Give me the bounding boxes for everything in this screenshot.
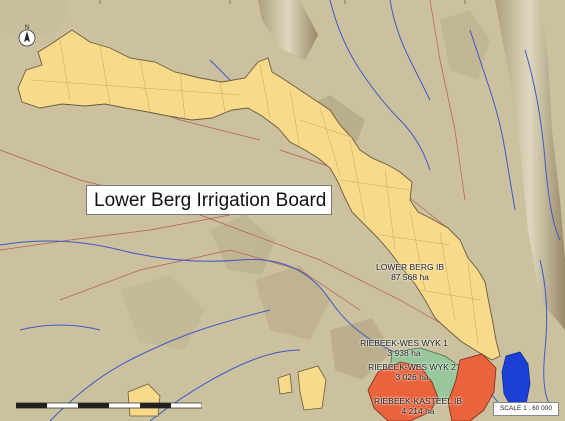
area-name: RIEBEEK-KASTEEL IB — [373, 396, 463, 406]
area-size: 87 568 ha — [391, 272, 429, 282]
scale-label: SCALE 1 : 60 000 — [493, 402, 559, 416]
area-label-riebeek-wes-wyk-2: RIEBEEK-WES WYK 2 3 026 ha — [364, 362, 460, 382]
lower-berg-ib-polygon[interactable] — [17, 29, 501, 361]
scale-bar-icon — [16, 402, 202, 409]
map-title: Lower Berg Irrigation Board — [86, 185, 332, 215]
area-label-lower-berg-ib: LOWER BERG IB 87 568 ha — [372, 262, 448, 282]
area-name: RIEBEEK-WES WYK 2 — [368, 362, 456, 372]
svg-text:N: N — [25, 25, 29, 31]
north-arrow-icon: N — [18, 25, 36, 47]
area-name: LOWER BERG IB — [375, 262, 444, 272]
area-size: 4 214 ha — [401, 406, 435, 416]
road-network — [0, 0, 471, 341]
area-size: 3 938 ha — [387, 348, 421, 358]
area-label-riebeek-wes-wyk-1: RIEBEEK-WES WYK 1 3 938 ha — [356, 338, 452, 358]
riebeek-kasteel-polygon[interactable] — [367, 353, 497, 421]
area-size: 3 026 ha — [395, 372, 429, 382]
graticule-ticks — [99, 0, 466, 4]
parcel-small-2[interactable] — [297, 365, 327, 411]
area-name: RIEBEEK-WES WYK 1 — [360, 338, 448, 348]
area-label-riebeek-kasteel-ib: RIEBEEK-KASTEEL IB 4 214 ha — [368, 396, 468, 416]
farm-boundaries — [29, 39, 481, 346]
parcel-small-1[interactable] — [277, 373, 293, 395]
terrain-hills — [210, 0, 565, 380]
